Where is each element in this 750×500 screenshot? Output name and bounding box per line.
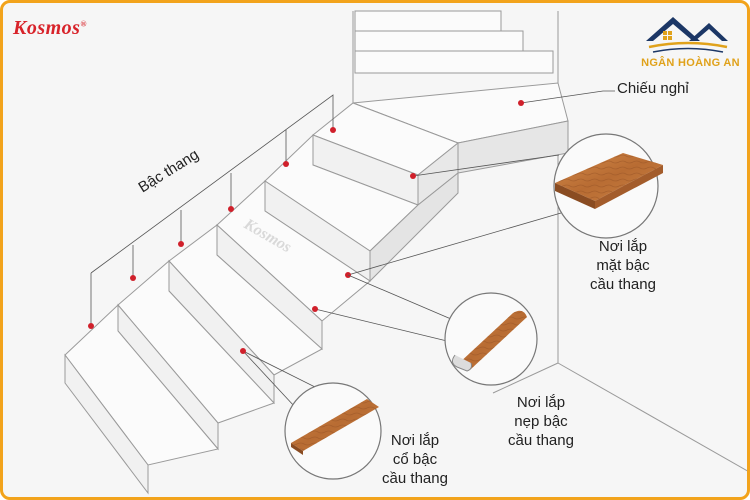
stair-stringer [369, 171, 459, 283]
tread-label: Nơi lắp mặt bậc cầu thang [573, 237, 673, 294]
riser-marker [240, 348, 246, 354]
step-marker [228, 206, 234, 212]
riser-sample-icon [284, 382, 382, 480]
lower-flight [64, 102, 459, 495]
tread-label-line: cầu thang [590, 276, 656, 293]
nosing-label-line: cầu thang [508, 432, 574, 449]
house-logo-icon [646, 17, 728, 53]
riser-label-line: cầu thang [382, 470, 448, 487]
tread-sample-icon [553, 133, 663, 239]
riser-label: Nơi lắp cổ bậc cầu thang [365, 431, 465, 488]
nosing-marker [312, 306, 318, 312]
nosing-label: Nơi lắp nẹp bậc cầu thang [491, 393, 591, 450]
tread-leaders [347, 154, 562, 276]
step-marker [130, 275, 136, 281]
step-marker [330, 127, 336, 133]
nosing-label-line: nẹp bậc [514, 413, 568, 430]
tread-label-line: Nơi lắp [598, 238, 648, 255]
tread-marker [410, 173, 416, 179]
step-marker [88, 323, 94, 329]
nosing-leaders [314, 274, 452, 342]
upper-flight [354, 10, 554, 74]
tread-label-line: mặt bậc [596, 257, 650, 274]
staircase-diagram: Kosmos [64, 10, 747, 495]
landing-annotation [518, 90, 615, 106]
company-logo-name: NGÂN HOÀNG AN [641, 57, 740, 69]
landing-label: Chiếu nghỉ [617, 80, 689, 97]
step-marker [178, 241, 184, 247]
brand-logo: Kosmos® [13, 17, 87, 39]
riser-leaders [242, 350, 324, 408]
riser-label-line: Nơi lắp [390, 432, 440, 449]
step-markers [88, 127, 336, 329]
nosing-label-line: Nơi lắp [516, 394, 566, 411]
step-marker [283, 161, 289, 167]
steps-annotation [90, 94, 334, 325]
step-riser [64, 353, 149, 495]
nosing-sample-icon [444, 292, 538, 386]
riser-label-line: cổ bậc [392, 451, 438, 468]
